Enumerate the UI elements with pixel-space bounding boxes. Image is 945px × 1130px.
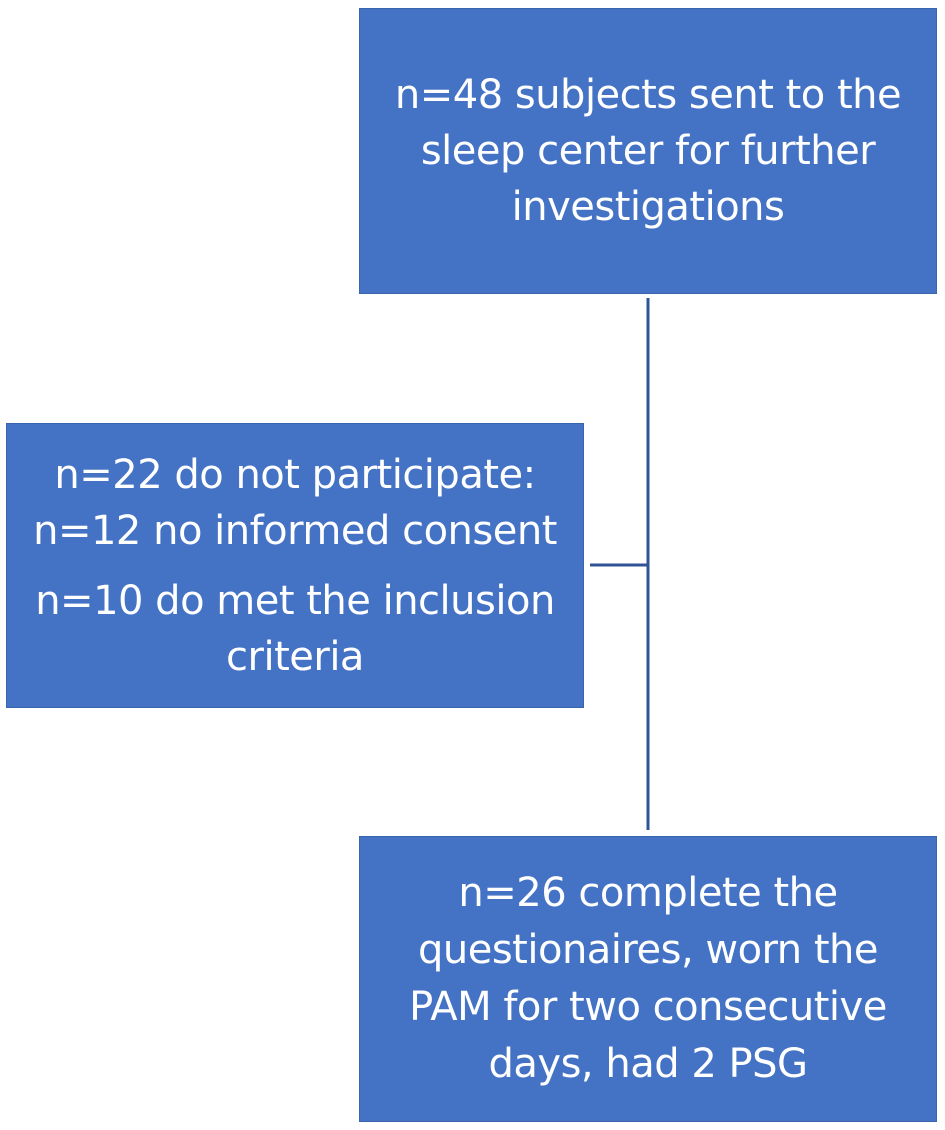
- completed-subjects-box: n=26 complete the questionaires, worn th…: [359, 836, 937, 1122]
- box-text-line: n=12 no informed consent: [33, 507, 557, 554]
- box-text-line: investigations: [511, 184, 785, 230]
- enrolled-subjects-box: n=48 subjects sent to the sleep center f…: [359, 8, 937, 294]
- box-text-line: n=22 do not participate:: [54, 451, 536, 498]
- box-text-line: n=26 complete the: [458, 870, 838, 916]
- excluded-subjects-box: n=22 do not participate: n=12 no informe…: [6, 423, 584, 708]
- box-text-line: days, had 2 PSG: [488, 1041, 808, 1087]
- box-text-line: sleep center for further: [420, 128, 876, 174]
- box-text-line: n=48 subjects sent to the: [394, 72, 902, 118]
- box-text-line: n=10 do met the inclusion: [35, 577, 555, 624]
- box-text-line: questionaires, worn the: [417, 927, 879, 973]
- box-text-line: PAM for two consecutive: [409, 984, 887, 1030]
- box-text-line: criteria: [226, 633, 364, 680]
